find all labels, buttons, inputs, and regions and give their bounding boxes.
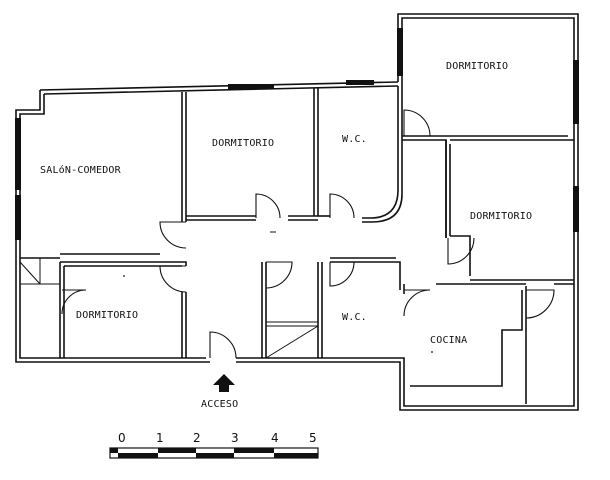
room-labels: SALóN-COMEDOR DORMITORIO W.C. DORMITORIO… [40, 61, 532, 346]
room-label-dormitorio-2: DORMITORIO [446, 61, 508, 72]
entrance-label: ACCESO [201, 399, 238, 410]
room-label-dormitorio-4: DORMITORIO [76, 310, 138, 321]
room-label-dormitorio-1: DORMITORIO [212, 138, 274, 149]
room-label-wc-2: W.C. [342, 312, 367, 323]
scale-tick-1: 1 [156, 431, 164, 445]
scale-tick-2: 2 [193, 431, 201, 445]
scale-tick-5: 5 [309, 431, 317, 445]
scale-tick-4: 4 [271, 431, 279, 445]
entrance: ACCESO [201, 374, 238, 410]
room-label-dormitorio-3: DORMITORIO [470, 211, 532, 222]
stray-marks [123, 231, 433, 353]
interior-walls [19, 86, 574, 404]
scale-bar: 0 1 2 3 4 5 [109, 431, 319, 459]
room-label-wc-1: W.C. [342, 134, 367, 145]
windows [15, 28, 579, 240]
room-label-cocina: COCINA [430, 335, 467, 346]
room-label-salon-comedor: SALóN-COMEDOR [40, 164, 122, 176]
entrance-arrow-icon [213, 374, 235, 392]
doors [61, 109, 555, 359]
outer-walls [15, 13, 579, 411]
scale-tick-3: 3 [231, 431, 239, 445]
scale-tick-0: 0 [118, 431, 126, 445]
